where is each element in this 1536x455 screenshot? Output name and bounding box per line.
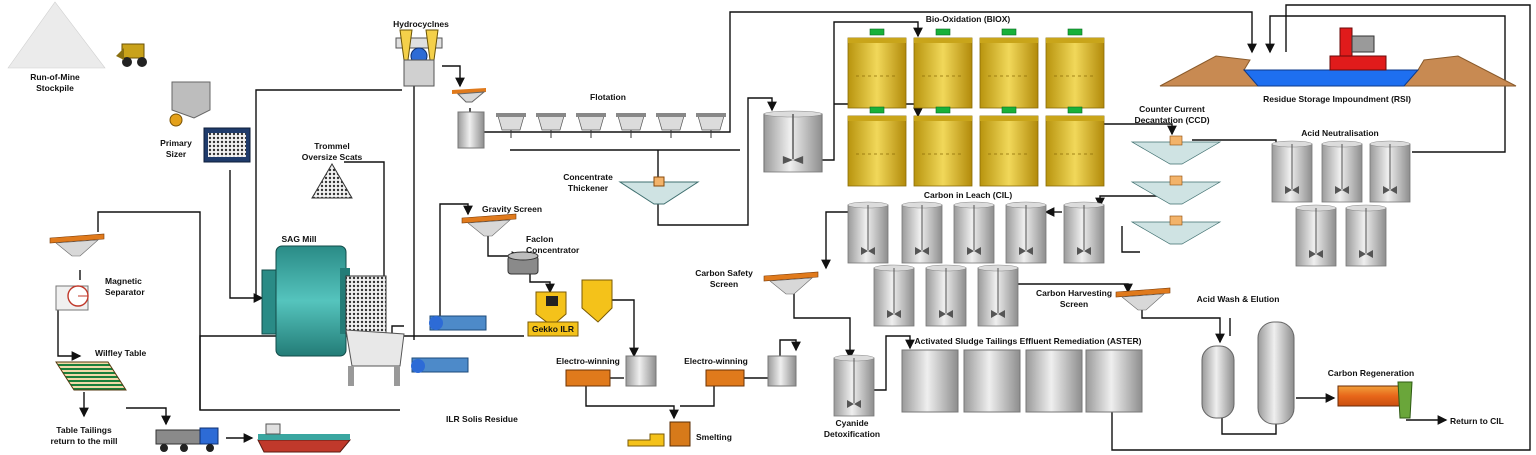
ship-icon [257, 423, 352, 453]
gravity-screen-label: Gravity Screen [482, 204, 542, 214]
carbon-safety-label-1: Carbon Safety [695, 268, 753, 278]
carbon-harvesting-label-2: Screen [1060, 299, 1088, 309]
acid-neutralisation-tanks [1271, 140, 1411, 267]
carbon-regeneration-kiln [1337, 381, 1413, 419]
magnetic-label-2: Separator [105, 287, 145, 297]
ew2-feed-tank [767, 355, 797, 387]
leach-feed-tank [763, 110, 823, 173]
carbon-harvesting-screen [1115, 287, 1171, 311]
sizer-label-2: Sizer [166, 149, 187, 159]
sizer-label-1: Primary [160, 138, 192, 148]
smelting-furnace [627, 421, 691, 447]
stockpile-label-1: Run-of-Mine [30, 72, 80, 82]
gekko-product-tank [625, 355, 657, 387]
ccd-label-1: Counter Current [1139, 104, 1205, 114]
trommel-label-1: Trommel [314, 141, 349, 151]
thickener-label-2: Thickener [568, 183, 609, 193]
carbon-regen-label: Carbon Regeneration [1328, 368, 1414, 378]
wilfley-label: Wilfley Table [95, 348, 147, 358]
elution-column [1257, 321, 1295, 425]
thickener-label-1: Concentrate [563, 172, 613, 182]
acid-neutralisation-label: Acid Neutralisation [1301, 128, 1378, 138]
loader-icon [116, 43, 147, 67]
stockpile-label-2: Stockpile [36, 83, 74, 93]
sump-pump [345, 315, 487, 386]
table-tailings-label-2: return to the mill [50, 436, 117, 446]
ew1-label: Electro-winning [556, 356, 620, 366]
falcon-label-2: Concentrator [526, 245, 580, 255]
carbon-harvesting-label-1: Carbon Harvesting [1036, 288, 1112, 298]
biox-label: Bio-Oxidation (BIOX) [926, 14, 1011, 24]
hydrocyclones-label: Hydrocyclnes [393, 19, 449, 29]
hydrocyclones [395, 29, 443, 87]
carbon-safety-screen [763, 271, 819, 295]
gravity-screen [461, 213, 517, 237]
truck-icon [155, 427, 219, 452]
falcon-concentrator [507, 251, 539, 275]
flotation-label: Flotation [590, 92, 626, 102]
acid-wash-column [1201, 345, 1235, 419]
gekko-label: Gekko ILR [532, 324, 574, 334]
ccd-label-2: Decantation (CCD) [1134, 115, 1209, 125]
magnetic-separator [55, 285, 89, 311]
scalping-screen-left [49, 233, 105, 257]
flotation-cells [495, 112, 727, 139]
ew2-label: Electro-winning [684, 356, 748, 366]
carbon-safety-label-2: Screen [710, 279, 738, 289]
residue-storage-impoundment [1159, 27, 1517, 87]
ccd-thickeners [1131, 135, 1221, 245]
cyanide-detox-tank [833, 354, 875, 417]
trommel-label-2: Oversize Scats [302, 152, 363, 162]
cil-label: Carbon in Leach (CIL) [924, 190, 1012, 200]
electrowinning-cell-2 [705, 369, 745, 387]
concentrate-thickener [618, 176, 700, 205]
magnetic-label-1: Magnetic [105, 276, 142, 286]
rsi-label: Residue Storage Impoundment (RSI) [1263, 94, 1411, 104]
return-cil-label: Return to CIL [1450, 416, 1504, 426]
electrowinning-cell-1 [565, 369, 611, 387]
acid-wash-label: Acid Wash & Elution [1197, 294, 1280, 304]
sag-mill [261, 245, 387, 357]
cyanide-label-2: Detoxification [824, 429, 880, 439]
flow-lines [57, 4, 1531, 451]
wilfley-table [55, 361, 127, 391]
aster-tanks [901, 349, 1143, 413]
aster-label: Activated Sludge Tailings Effluent Remed… [914, 336, 1141, 346]
rom-stockpile [7, 1, 106, 69]
primary-sizer [169, 81, 251, 163]
smelting-label: Smelting [696, 432, 732, 442]
biox-tanks [847, 28, 1105, 187]
sag-mill-label: SAG Mill [282, 234, 317, 244]
trommel-scats-pile [311, 163, 353, 199]
gekko-ilr [527, 279, 613, 337]
flotation-conditioner [452, 88, 486, 149]
table-tailings-label-1: Table Tailings [56, 425, 112, 435]
falcon-label-1: Faclon [526, 234, 553, 244]
cyanide-label-1: Cyanide [835, 418, 868, 428]
ilr-residue-label: ILR Solis Residue [446, 414, 518, 424]
